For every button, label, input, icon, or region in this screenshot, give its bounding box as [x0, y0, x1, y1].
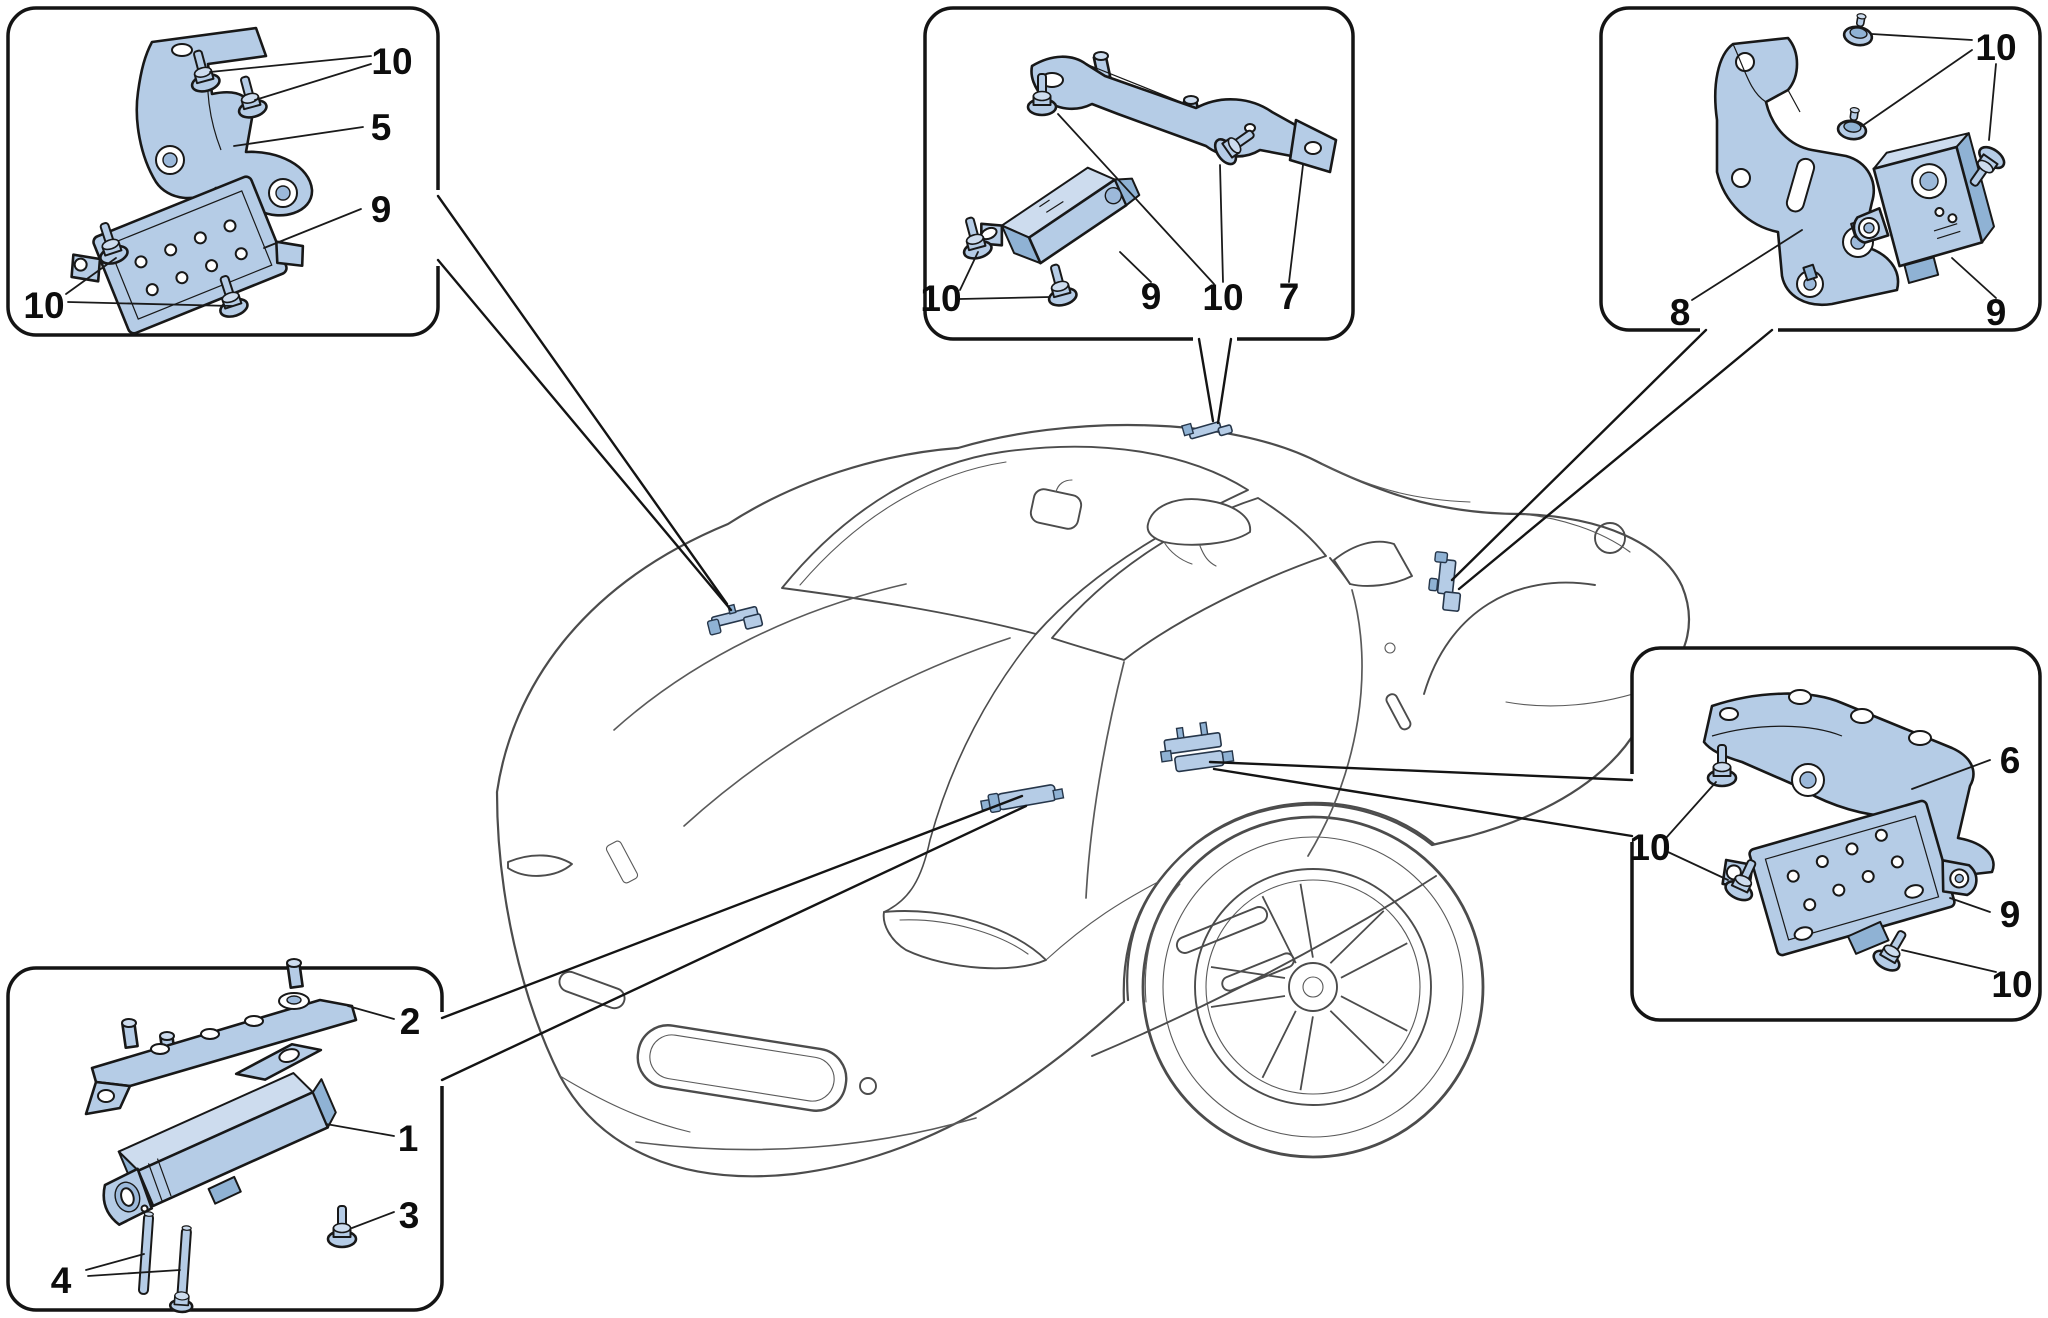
part-label: 1 — [398, 1118, 419, 1159]
part-label: 9 — [1986, 292, 2007, 333]
front-grille — [636, 1024, 848, 1112]
car-body-outline — [495, 423, 1690, 1178]
part-label: 5 — [371, 107, 392, 148]
callout-tail-lines — [436, 194, 1774, 1082]
windshield — [781, 445, 1249, 635]
hood-crease-right — [683, 637, 1011, 827]
part-label: 6 — [2000, 740, 2021, 781]
callout-top-right: 10 8 9 — [1670, 10, 2017, 333]
callout-bottom-left: 2 1 3 4 — [51, 958, 421, 1314]
part-crossbar-bracket-7 — [1030, 51, 1338, 174]
part-label: 9 — [2000, 894, 2021, 935]
part-label: 2 — [400, 1001, 421, 1042]
car-illustration — [495, 423, 1690, 1178]
part-label: 10 — [23, 285, 64, 326]
part-label: 10 — [371, 41, 412, 82]
door-seam — [1307, 589, 1363, 857]
part-label: 10 — [1975, 27, 2016, 68]
part-label: 10 — [1202, 277, 1243, 318]
headlight-left — [507, 854, 573, 877]
part-label: 10 — [1629, 827, 1670, 868]
callout-top-left: 10 5 9 10 — [23, 26, 413, 335]
part-sensor-plate-9 — [70, 175, 305, 335]
rear-wheel-arch — [1423, 581, 1596, 695]
hood-sensor — [706, 603, 764, 636]
door-lock-dot — [1384, 642, 1396, 654]
splitter — [635, 1117, 977, 1151]
hood-side-line — [883, 633, 1037, 913]
bolt-icon — [168, 1225, 194, 1314]
side-vent-lower — [1221, 952, 1295, 992]
part-ecu-1 — [102, 1042, 337, 1226]
headlight-right — [882, 910, 1047, 970]
part-label: 3 — [399, 1195, 420, 1236]
part-bracket-plate-2 — [84, 958, 358, 1116]
door-handle — [1385, 693, 1412, 731]
front-wheel — [1141, 815, 1485, 1159]
hood-badge — [605, 840, 639, 884]
part-label: 10 — [920, 278, 961, 319]
front-wheel-arch — [1126, 801, 1436, 1002]
part-label: 9 — [1141, 276, 1162, 317]
part-ecu-9 — [1852, 132, 1995, 284]
part-bracket-5 — [135, 26, 314, 217]
rearview-mirror-in-glass — [1029, 479, 1083, 530]
door-mirror — [1146, 498, 1251, 567]
part-label: 7 — [1279, 276, 1300, 317]
part-bracket-8 — [1714, 36, 1900, 307]
hood-crease-left — [613, 583, 907, 731]
part-label: 9 — [371, 189, 392, 230]
roof-sensor — [1181, 421, 1233, 440]
side-vent-upper — [1175, 906, 1269, 954]
rocker-line — [1091, 875, 1437, 1057]
part-label: 8 — [1670, 292, 1691, 333]
quarter-window — [1333, 540, 1413, 587]
fog-slot — [558, 970, 626, 1010]
fuel-cap — [1594, 522, 1626, 554]
callout-top-middle: 10 9 10 7 — [920, 51, 1338, 319]
part-ecu-9 — [980, 166, 1141, 265]
door-sensor — [1428, 551, 1462, 612]
fender-sensor — [1159, 721, 1235, 773]
part-label: 10 — [1991, 964, 2032, 1005]
part-label: 4 — [51, 1260, 72, 1301]
tow-hook — [859, 1077, 877, 1095]
sensor-markers — [706, 421, 1462, 814]
callout-middle-right: 6 10 9 10 — [1629, 689, 2033, 1005]
